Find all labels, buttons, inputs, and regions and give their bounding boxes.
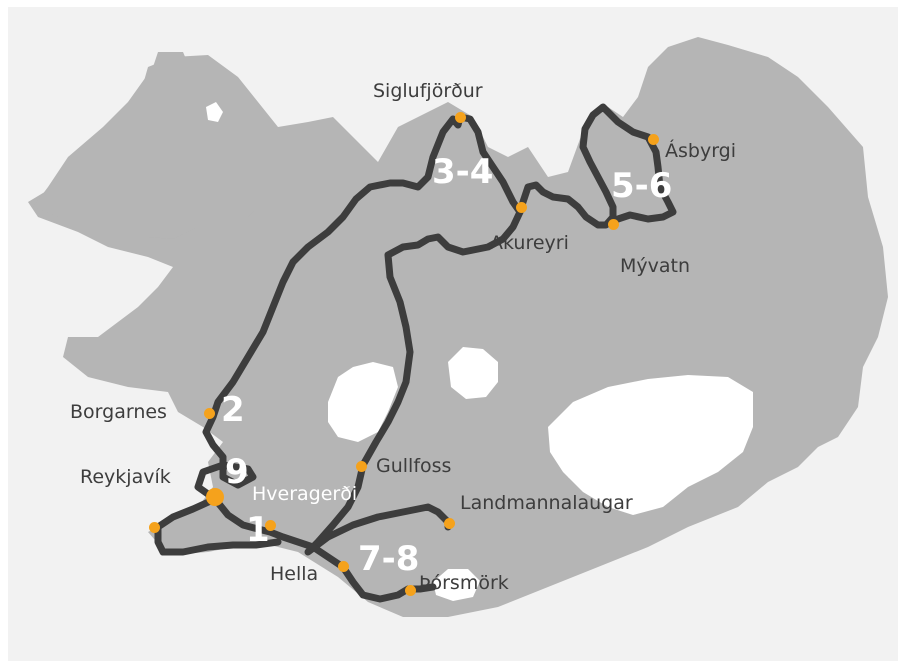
route-line xyxy=(194,113,524,556)
glacier-hofsjokull xyxy=(448,347,498,399)
day-label-7-8: 7-8 xyxy=(358,539,420,579)
day-label-5-6: 5-6 xyxy=(611,166,673,206)
label-landmannalaugar: Landmannalaugar xyxy=(460,492,633,514)
label-akureyri: Akureyri xyxy=(490,232,569,254)
route-line-north xyxy=(516,103,677,229)
label-reykjavik: Reykjavík xyxy=(80,466,171,488)
day-label-3-4: 3-4 xyxy=(432,152,494,192)
stop-dot-icon xyxy=(203,407,215,419)
route-line-reykjanes xyxy=(154,495,282,556)
day-label-9: 9 xyxy=(225,452,249,492)
label-hveragerdi: Hveragerði xyxy=(252,483,358,505)
stop-dot-icon xyxy=(355,460,367,472)
stop-dot-icon xyxy=(337,560,349,572)
glacier-myrdalsjokull xyxy=(433,569,480,601)
label-borgarnes: Borgarnes xyxy=(70,401,167,423)
stop-dot-icon xyxy=(264,519,276,531)
label-myvatn: Mývatn xyxy=(620,255,691,277)
map-frame: Siglufjörður Ásbyrgi Akureyri Mývatn Bor… xyxy=(8,7,898,661)
day-label-1: 1 xyxy=(246,510,270,550)
glacier-drangajokull xyxy=(206,102,223,122)
stop-dot-icon xyxy=(148,521,160,533)
glacier-small-1 xyxy=(568,467,593,489)
stop-dot-icon xyxy=(443,517,455,529)
label-hella: Hella xyxy=(270,563,319,585)
westfjords xyxy=(33,52,268,239)
capital-dot-icon xyxy=(206,488,224,506)
day-label-2: 2 xyxy=(221,390,245,430)
stop-dot-icon xyxy=(607,218,619,230)
stop-dot-icon xyxy=(647,133,659,145)
label-siglufjordur: Siglufjörður xyxy=(373,80,483,102)
label-asbyrgi: Ásbyrgi xyxy=(665,140,737,162)
glacier-langjokull xyxy=(328,362,398,442)
label-thorsmork: Þórsmörk xyxy=(419,572,509,594)
label-gullfoss: Gullfoss xyxy=(376,455,452,477)
stop-dot-icon xyxy=(515,201,527,213)
glacier-vatnajokull xyxy=(548,375,753,515)
iceland-map xyxy=(28,37,888,617)
stop-dot-icon xyxy=(404,584,416,596)
route-line-south xyxy=(211,495,437,603)
stop-dot-icon xyxy=(454,111,466,123)
